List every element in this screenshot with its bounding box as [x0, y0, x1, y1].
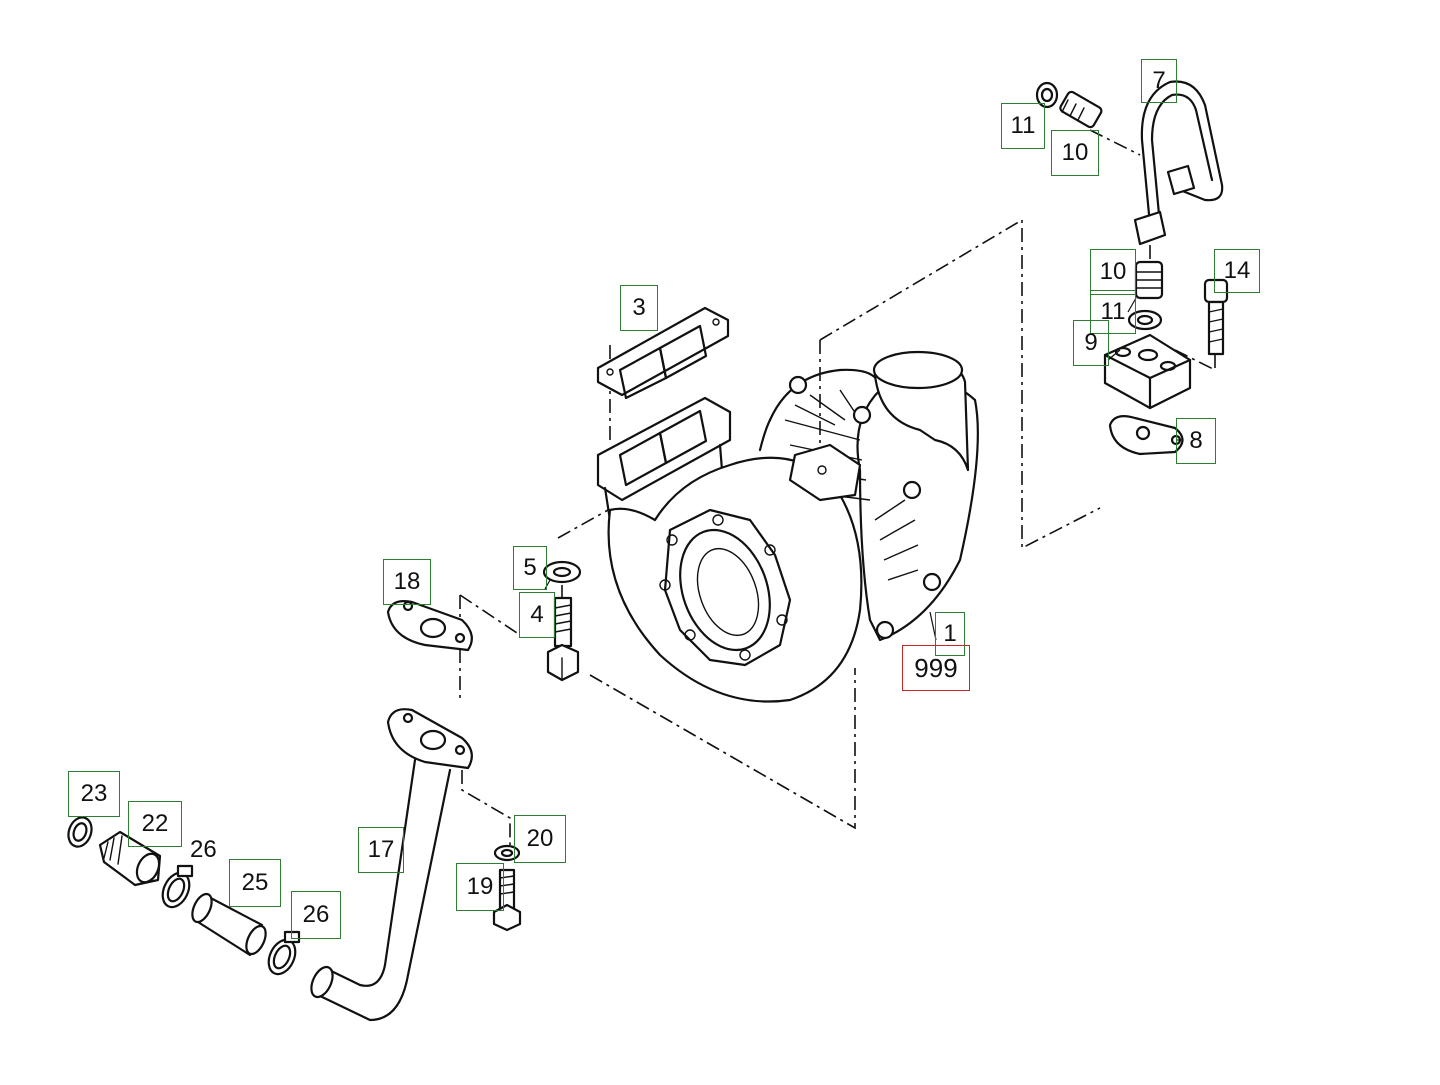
hose-part-25 [191, 892, 267, 957]
callout-1-label: 1 [943, 620, 957, 647]
callout-22-label: 22 [141, 810, 169, 837]
stud-part-4 [546, 596, 580, 682]
callout-5-label: 5 [523, 554, 537, 581]
washer-part-5 [542, 560, 582, 584]
callout-26-label: 26 [302, 901, 330, 928]
callout-7-label: 7 [1152, 67, 1166, 94]
callout-22[interactable]: 22 [128, 801, 182, 847]
callout-9-label: 9 [1084, 329, 1098, 356]
callout-1[interactable]: 1 [935, 612, 965, 656]
callout-5[interactable]: 5 [513, 546, 547, 590]
callout-10-lower[interactable]: 10 [1090, 249, 1136, 295]
clamp-part-26-right [267, 930, 301, 976]
callout-23[interactable]: 23 [68, 771, 120, 817]
callout-leaders [544, 297, 1183, 641]
callout-18[interactable]: 18 [383, 559, 431, 605]
callout-10-lower-label: 10 [1099, 258, 1127, 285]
callout-3[interactable]: 3 [620, 285, 658, 331]
callout-19-label: 19 [466, 873, 494, 900]
callout-25-label: 25 [241, 869, 269, 896]
callout-20[interactable]: 20 [514, 815, 566, 863]
free-label-26: 26 [190, 836, 217, 863]
callout-17-label: 17 [367, 836, 395, 863]
assembly-lines [459, 129, 1216, 845]
callout-4[interactable]: 4 [519, 592, 555, 638]
callout-4-label: 4 [530, 601, 544, 628]
washer-part-11-top [1035, 81, 1059, 109]
washer-part-11-lower [1127, 309, 1163, 331]
callout-9[interactable]: 9 [1073, 320, 1109, 366]
callout-8-label: 8 [1189, 427, 1203, 454]
clamp-part-26-left [161, 864, 194, 909]
callout-7[interactable]: 7 [1141, 59, 1177, 103]
callout-10-label: 10 [1061, 139, 1089, 166]
fitting-part-10-lower [1134, 260, 1164, 300]
callout-14[interactable]: 14 [1214, 249, 1260, 293]
callout-999-label: 999 [914, 652, 958, 683]
callout-10[interactable]: 10 [1051, 130, 1099, 176]
compressor-housing [758, 350, 979, 642]
fitting-part-22 [98, 830, 162, 887]
bolt-part-14 [1203, 278, 1229, 356]
callout-26[interactable]: 26 [291, 891, 341, 939]
block-part-9 [1103, 333, 1192, 410]
callout-20-label: 20 [526, 825, 554, 852]
fitting-part-10-top [1059, 90, 1103, 129]
callout-3-label: 3 [632, 294, 646, 321]
turbine-housing [607, 456, 863, 703]
callout-17[interactable]: 17 [358, 827, 404, 873]
callout-11-label: 11 [1010, 112, 1036, 139]
callout-11[interactable]: 11 [1001, 103, 1045, 149]
gasket-part-8 [1108, 415, 1184, 456]
washer-part-20 [493, 844, 521, 862]
pipe-part-17 [310, 708, 473, 1022]
callout-18-label: 18 [393, 568, 421, 595]
gasket-part-3 [596, 306, 730, 400]
ring-part-23 [67, 816, 93, 848]
callout-999[interactable]: 999 [902, 645, 970, 691]
callout-8[interactable]: 8 [1176, 418, 1216, 464]
callout-23-label: 23 [80, 780, 108, 807]
pipe-part-7 [1133, 80, 1224, 246]
callout-19[interactable]: 19 [456, 863, 504, 911]
gasket-part-18 [386, 600, 473, 652]
callout-14-label: 14 [1223, 257, 1251, 284]
callout-25[interactable]: 25 [229, 859, 281, 907]
